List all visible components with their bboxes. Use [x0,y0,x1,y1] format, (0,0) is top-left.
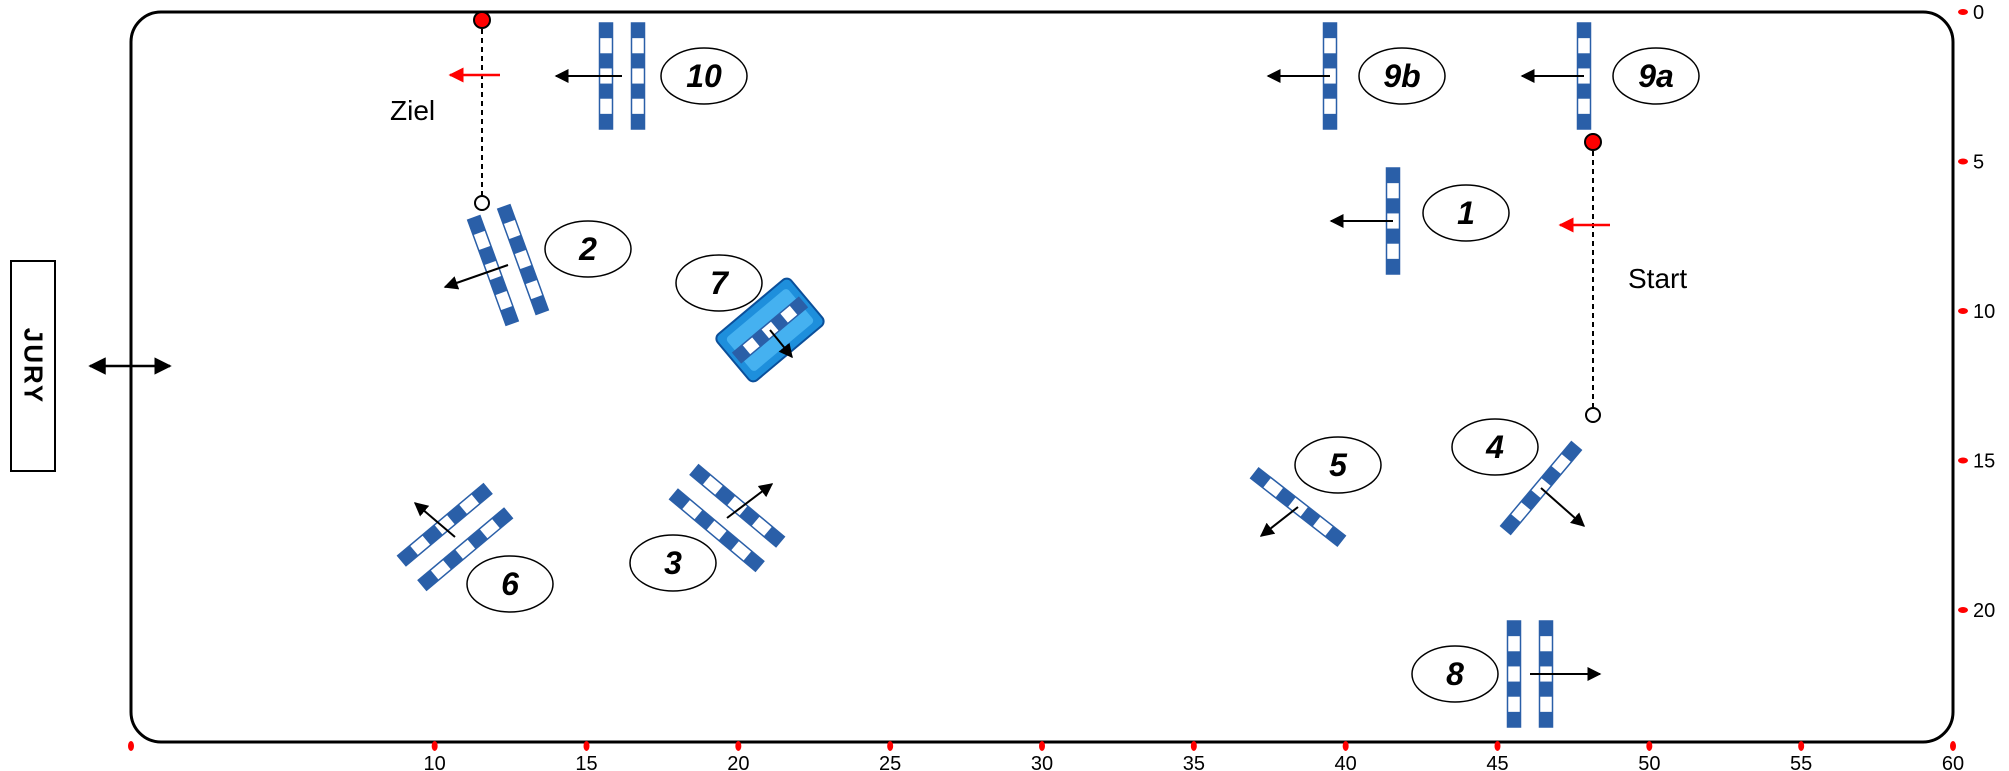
x-axis-origin-tick [128,741,134,751]
x-axis-tick-label: 45 [1486,753,1508,771]
y-axis: 0 5 10 15 20 [1958,2,1995,622]
start-marker-white [1585,407,1601,423]
y-axis-tick-label: 10 [1973,301,1995,323]
pole [396,482,493,567]
pole [689,463,786,548]
x-axis-tick-label: 50 [1638,753,1660,771]
obstacle-label: 7 [710,265,730,301]
x-axis-tick-label: 15 [575,753,597,771]
obstacle-5-label-bubble [1294,436,1382,494]
x-axis-tick-label: 60 [1942,753,1964,771]
obstacle-6-fence [396,482,514,592]
obstacle-10-fence [598,22,646,130]
obstacle-9a: 9a [1520,22,1700,130]
x-axis-tick [1950,741,1956,751]
obstacle-6: 6 [396,482,554,613]
obstacle-6-label-bubble [466,555,554,613]
y-axis-tick [1958,308,1968,314]
obstacle-8: 8 [1411,620,1602,728]
obstacle-6-direction-arrow [413,502,456,538]
x-axis-tick [735,741,742,751]
obstacle-2: 2 [443,203,632,327]
y-axis-tick [1958,457,1968,464]
y-axis-tick [1958,9,1968,15]
obstacle-1: 1 [1329,167,1510,275]
obstacle-label: 9b [1383,58,1420,94]
obstacle-3-fence [668,463,786,573]
x-axis-tick [1494,741,1501,751]
x-axis-tick-label: 25 [879,753,901,771]
finish-marker-white [474,195,490,211]
x-axis-tick [431,741,438,751]
start-marker-red [1584,133,1602,151]
x-axis-tick [583,741,590,751]
obstacle-9b-label-bubble [1358,47,1446,105]
obstacle-7-label-bubble [675,254,763,312]
obstacle-label: 5 [1329,447,1348,483]
x-axis-tick-label: 55 [1790,753,1812,771]
y-axis-tick-label: 20 [1973,600,1995,622]
obstacle-7-direction-arrow [769,329,793,359]
pole [630,22,646,130]
obstacle-4: 4 [1451,418,1586,536]
pole [417,507,514,592]
pole [668,488,765,573]
obstacle-label: 8 [1446,656,1464,692]
x-axis-tick [1039,741,1045,751]
finish-line: Ziel [390,11,500,211]
x-axis-tick [1646,741,1653,751]
x-axis-tick-label: 35 [1183,753,1205,771]
obstacle-7: 7 [675,254,825,383]
obstacle-9a-label-bubble [1612,47,1700,105]
start-label: Start [1628,263,1687,294]
obstacle-label: 9a [1638,58,1674,94]
obstacle-4-label-bubble [1451,418,1539,476]
x-axis-tick [1190,741,1197,751]
x-axis-tick-label: 20 [727,753,749,771]
obstacle-label: 3 [664,545,682,581]
obstacle-label: 6 [501,566,519,602]
finish-marker-red [473,11,491,29]
pole [496,203,550,316]
obstacle-5-direction-arrow [1259,506,1299,537]
pole [1506,620,1522,728]
obstacle-1-label-bubble [1422,184,1510,242]
obstacle-2-label-bubble [544,220,632,278]
x-axis-tick [1798,741,1805,751]
y-axis-tick [1958,607,1968,613]
obstacle-8-label-bubble [1411,645,1499,703]
y-axis-tick-label: 15 [1973,451,1995,473]
y-axis-tick-label: 0 [1973,2,1984,24]
obstacle-10-label-bubble [660,47,748,105]
obstacle-3-label-bubble [629,534,717,592]
obstacle-label: 2 [578,231,597,267]
obstacle-3-direction-arrow [726,483,774,519]
obstacle-3: 3 [629,463,786,592]
obstacle-9b: 9b [1266,22,1446,130]
obstacle-2-direction-arrow [443,264,509,290]
jury-box: JURY [10,260,56,472]
x-axis-tick-label: 30 [1031,753,1053,771]
start-line: Start [1558,133,1687,423]
x-axis-tick-label: 40 [1335,753,1357,771]
obstacle-1-fence [1385,167,1401,275]
x-axis-tick-label: 10 [424,753,446,771]
pole [1385,167,1401,275]
y-axis-tick-label: 5 [1973,152,1984,174]
obstacle-4-direction-arrow [1540,487,1586,527]
obstacle-5: 5 [1249,436,1382,548]
obstacle-10: 10 [554,22,748,130]
obstacles: 1 2 3 4 5 6 7 8 9a 9b 10 [396,22,1700,728]
finish-label: Ziel [390,95,435,126]
obstacle-label: 4 [1485,429,1504,465]
x-axis: 10 15 20 25 30 35 40 45 50 55 60 [128,741,1964,771]
obstacle-label: 1 [1457,195,1475,231]
x-axis-tick [887,741,894,751]
obstacle-label: 10 [686,58,722,94]
x-axis-tick [1342,741,1349,751]
y-axis-tick [1958,158,1968,165]
